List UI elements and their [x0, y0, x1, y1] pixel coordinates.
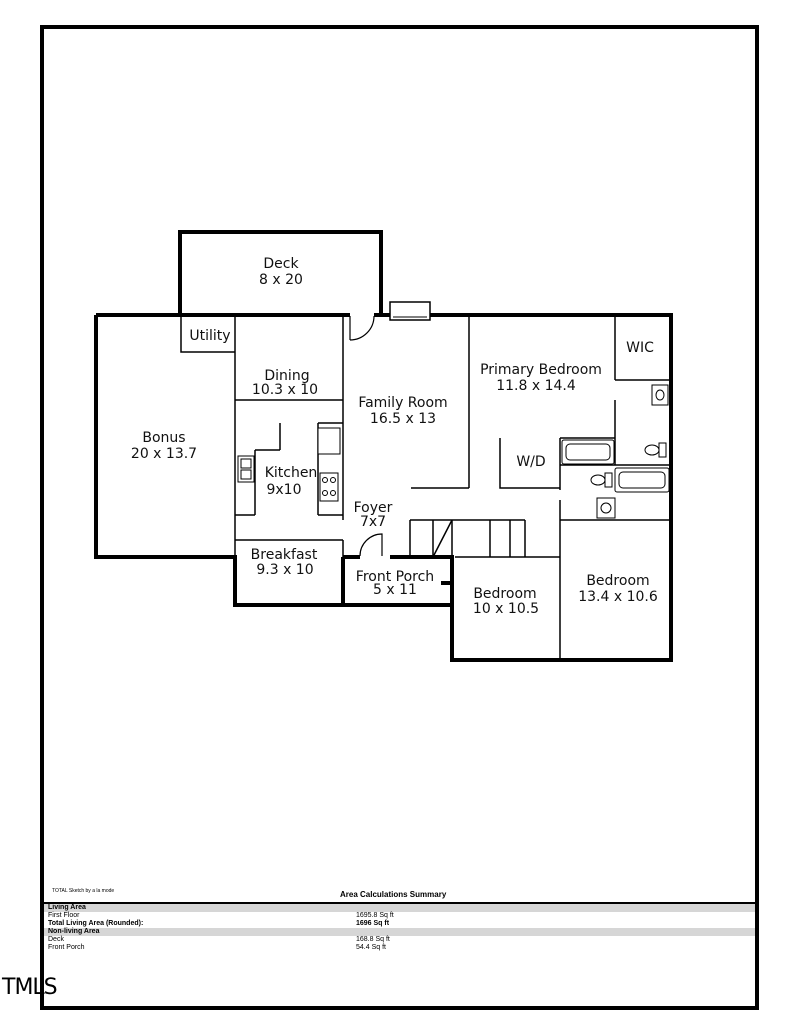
stove-icon	[319, 472, 339, 502]
sketch-credit: TOTAL Sketch by a la mode	[52, 888, 115, 894]
room-labels: Deck 8 x 20 Utility Dining 10.3 x 10 Fam…	[131, 256, 658, 617]
interior-walls	[180, 315, 671, 660]
room-breakfast-dims: 9.3 x 10	[256, 562, 313, 578]
room-front-porch-name: Front Porch	[356, 569, 434, 585]
front-door	[359, 533, 383, 557]
first-floor-row: First Floor 1695.8 Sq ft	[44, 912, 755, 920]
kitchen-fixtures	[237, 427, 341, 502]
room-foyer-name: Foyer	[354, 500, 393, 516]
room-family-name: Family Room	[358, 395, 447, 411]
room-dining-dims: 10.3 x 10	[252, 382, 318, 398]
first-floor-value: 1695.8 Sq ft	[356, 912, 394, 919]
deck-row: Deck 168.8 Sq ft	[44, 936, 755, 944]
room-deck-name: Deck	[263, 256, 299, 272]
porch-outline	[341, 555, 454, 607]
tmls-watermark: TMLS	[2, 975, 58, 1000]
deck-outline	[178, 230, 383, 315]
nonliving-area-header: Non-living Area	[44, 928, 755, 936]
area-summary-table: Living Area First Floor 1695.8 Sq ft Tot…	[44, 902, 755, 952]
first-floor-label: First Floor	[48, 912, 80, 919]
floor-plan-page	[40, 25, 759, 1010]
total-living-value: 1696 Sq ft	[356, 920, 390, 927]
bath-fixtures	[561, 384, 670, 519]
room-wic-name: WIC	[626, 340, 654, 356]
room-bedroom2-name: Bedroom	[586, 573, 649, 589]
room-utility-name: Utility	[189, 328, 230, 344]
room-bedroom1-name: Bedroom	[473, 586, 536, 602]
front-porch-value: 54.4 Sq ft	[356, 944, 386, 951]
room-deck-dims: 8 x 20	[259, 272, 303, 288]
room-kitchen-name: Kitchen	[265, 465, 318, 481]
summary-title: Area Calculations Summary	[340, 890, 447, 899]
fireplace	[389, 301, 431, 321]
room-primary-dims: 11.8 x 14.4	[496, 378, 576, 394]
deck-label: Deck	[48, 936, 64, 943]
deck-value: 168.8 Sq ft	[356, 936, 390, 943]
room-kitchen-dims: 9x10	[266, 482, 301, 498]
living-area-label: Living Area	[48, 904, 86, 911]
total-living-row: Total Living Area (Rounded): 1696 Sq ft	[44, 920, 755, 928]
room-bonus-name: Bonus	[142, 430, 185, 446]
room-bedroom1-dims: 10 x 10.5	[473, 601, 539, 617]
rear-door	[349, 315, 375, 341]
room-bonus-dims: 20 x 13.7	[131, 446, 197, 462]
room-bedroom2-dims: 13.4 x 10.6	[578, 589, 658, 605]
toilet-icon	[644, 444, 660, 456]
room-dining-name: Dining	[264, 368, 309, 384]
room-breakfast-name: Breakfast	[251, 547, 318, 563]
room-wd-name: W/D	[516, 454, 545, 470]
refrigerator-icon	[317, 427, 341, 455]
front-porch-row: Front Porch 54.4 Sq ft	[44, 944, 755, 952]
front-porch-label: Front Porch	[48, 944, 85, 951]
room-foyer-dims: 7x7	[360, 514, 386, 530]
room-family-dims: 16.5 x 13	[370, 411, 436, 427]
room-front-porch-dims: 5 x 11	[373, 582, 417, 598]
toilet-icon-2	[590, 474, 606, 486]
doors	[349, 315, 383, 557]
total-living-label: Total Living Area (Rounded):	[48, 920, 144, 927]
living-area-header: Living Area	[44, 904, 755, 912]
room-primary-name: Primary Bedroom	[480, 362, 602, 378]
nonliving-area-label: Non-living Area	[48, 928, 100, 935]
